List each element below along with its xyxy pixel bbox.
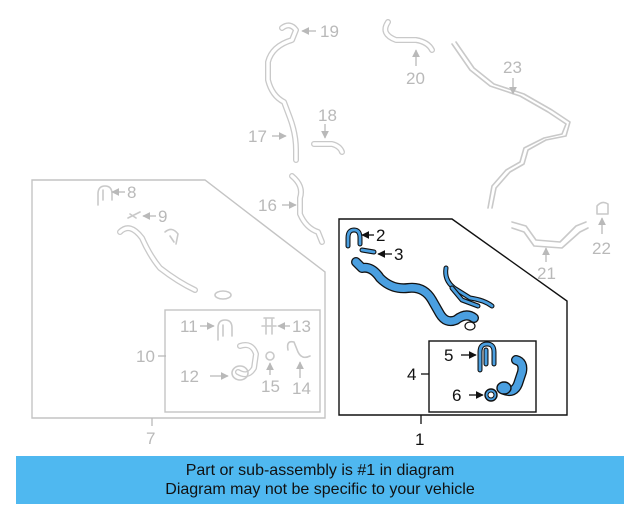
assembly-7-outline (31, 179, 326, 419)
assembly-10-outline (164, 309, 321, 413)
callout-4: 4 (407, 365, 416, 384)
part-11-clip (217, 319, 233, 341)
banner-line-2: Diagram may not be specific to your vehi… (165, 481, 475, 498)
callout-9: 9 (158, 207, 167, 226)
callout-8: 8 (127, 183, 136, 202)
callout-5: 5 (444, 346, 453, 365)
part-4-outlet (496, 381, 512, 395)
callout-11: 11 (180, 317, 198, 336)
callout-10: 10 (136, 347, 155, 366)
callout-18: 18 (318, 106, 337, 125)
banner-line-1: Part or sub-assembly is #1 in diagram (185, 462, 455, 479)
callout-13: 13 (292, 317, 311, 336)
part-23-tube (451, 43, 567, 209)
part-left-hose (117, 225, 198, 293)
part-15-plug (265, 351, 275, 361)
callout-7: 7 (146, 429, 155, 448)
callout-6: 6 (452, 386, 461, 405)
callout-labels: 1 2 3 4 5 6 7 8 9 10 11 12 13 14 15 16 1… (127, 22, 611, 449)
callout-2: 2 (376, 226, 385, 245)
callout-21: 21 (537, 264, 556, 283)
part-14-clip (286, 340, 311, 359)
callout-16: 16 (258, 196, 277, 215)
callout-15: 15 (261, 377, 280, 396)
callout-19: 19 (320, 22, 339, 41)
callout-14: 14 (292, 379, 311, 398)
callout-17: 17 (248, 127, 267, 146)
part-13-connector (261, 317, 277, 335)
callout-1: 1 (415, 430, 424, 449)
part-left-bracket (164, 228, 179, 245)
info-banner: Part or sub-assembly is #1 in diagram Di… (16, 456, 624, 504)
callout-23: 23 (503, 58, 522, 77)
part-8-clip (97, 185, 113, 206)
part-left-ring (214, 290, 232, 300)
part-20-hose (382, 19, 435, 53)
callout-20: 20 (406, 69, 425, 88)
callout-22: 22 (592, 239, 611, 258)
part-1-end-cap (464, 321, 476, 331)
upper-ghost-parts (265, 19, 609, 262)
assembly-7-group (31, 179, 326, 426)
part-21-tube (511, 221, 587, 243)
callout-3: 3 (394, 245, 403, 264)
part-22-cap (596, 201, 609, 215)
assembly-1-group (338, 218, 568, 424)
part-9-clamp (127, 211, 141, 219)
callout-12: 12 (180, 367, 199, 386)
part-12-seal (231, 365, 249, 381)
